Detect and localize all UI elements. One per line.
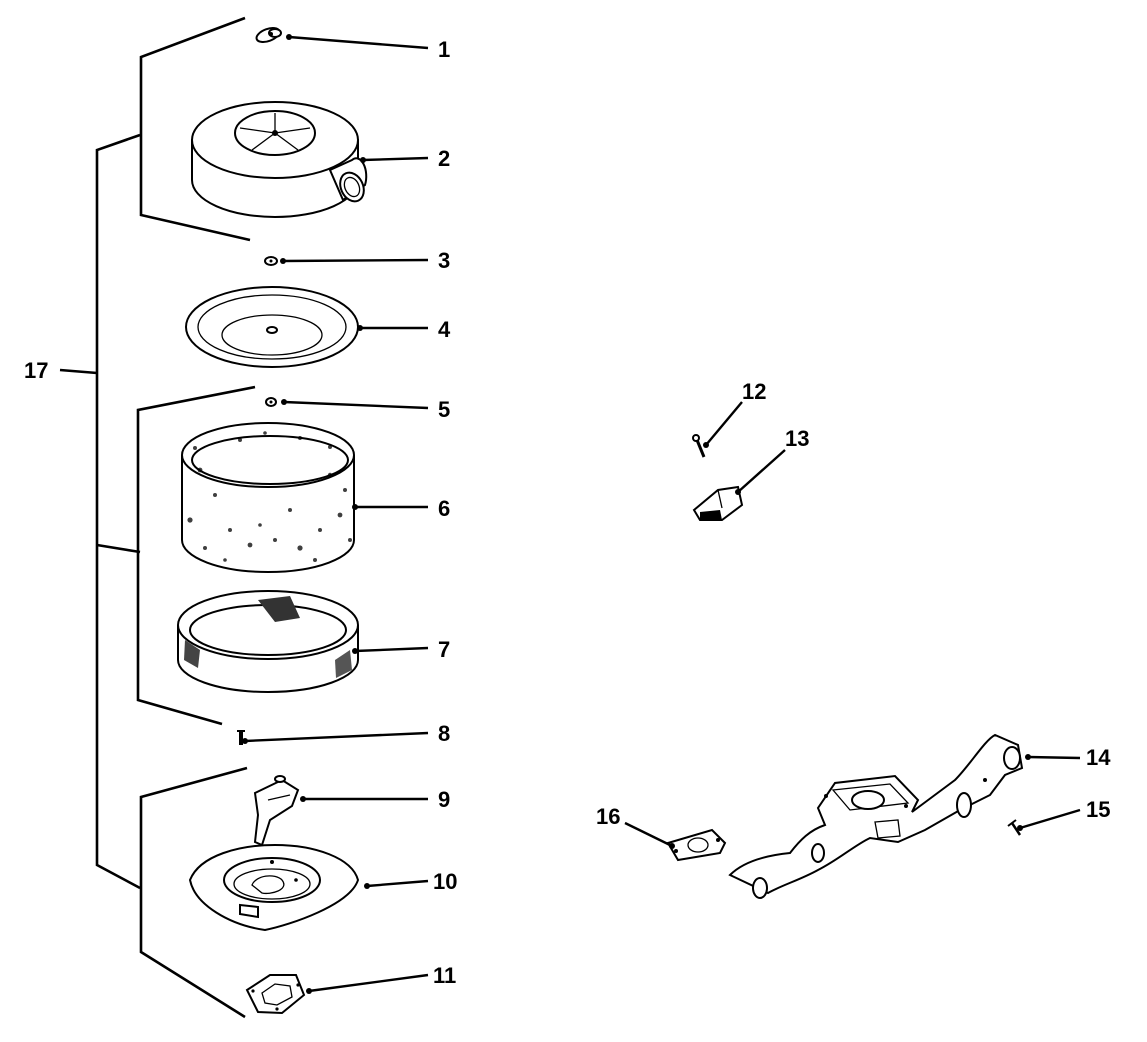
spacer-block-part xyxy=(692,485,744,521)
callout-9: 9 xyxy=(438,787,450,812)
callout-14: 14 xyxy=(1086,745,1111,770)
bracket-top xyxy=(139,16,251,242)
callout-15: 15 xyxy=(1086,797,1110,822)
callout-6: 6 xyxy=(438,496,450,521)
leader-lines xyxy=(244,35,1081,993)
callout-7: 7 xyxy=(438,637,450,662)
gasket-part xyxy=(245,974,306,1015)
pre-cleaner-part xyxy=(181,422,355,573)
callout-labels: 1 2 3 4 5 6 7 8 9 10 11 12 13 14 15 16 1… xyxy=(24,37,1111,988)
bracket-bottom xyxy=(139,766,248,1019)
callout-17: 17 xyxy=(24,358,48,383)
callout-11: 11 xyxy=(433,963,456,988)
filter-element-part xyxy=(177,590,359,693)
small-screw-part xyxy=(1007,819,1022,836)
stud-part xyxy=(237,730,245,745)
callout-8: 8 xyxy=(438,721,450,746)
mounting-bracket-part xyxy=(253,775,300,855)
callout-12: 12 xyxy=(742,379,766,404)
air-cleaner-cover-part xyxy=(191,101,368,218)
callout-16: 16 xyxy=(596,804,620,829)
callout-10: 10 xyxy=(433,869,457,894)
callout-13: 13 xyxy=(785,426,809,451)
bracket-17 xyxy=(59,133,141,890)
small-gasket-part xyxy=(666,828,727,862)
callout-2: 2 xyxy=(438,146,450,171)
callout-3: 3 xyxy=(438,248,450,273)
nut-part xyxy=(264,256,278,266)
wing-nut-part xyxy=(255,27,282,43)
callout-5: 5 xyxy=(438,397,450,422)
bracket-middle xyxy=(136,385,256,726)
intake-pipe-part xyxy=(728,733,1024,899)
callout-4: 4 xyxy=(438,317,451,342)
screw-part xyxy=(692,434,706,458)
washer-part xyxy=(265,397,277,407)
air-cleaner-base-part xyxy=(188,843,360,932)
leader-dots xyxy=(242,34,1031,994)
filter-cover-plate-part xyxy=(185,286,359,368)
callout-1: 1 xyxy=(438,37,450,62)
